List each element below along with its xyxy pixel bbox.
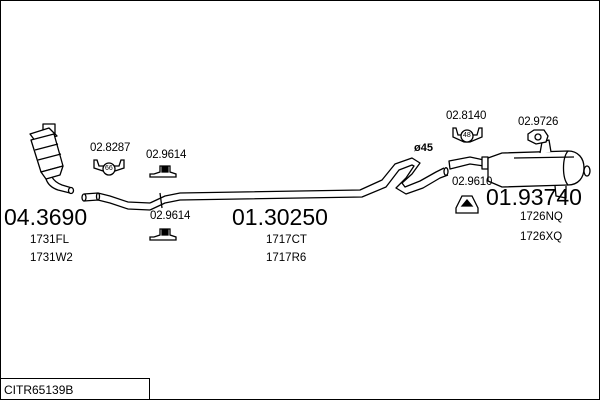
rear-silencer-number: 01.93740 bbox=[486, 184, 582, 210]
diameter-note: ø45 bbox=[414, 142, 433, 154]
hanger-rear-low-code: 02.9610 bbox=[452, 176, 493, 188]
catalytic-converter-ref-2: 1731W2 bbox=[30, 252, 73, 264]
middle-pipe-icon bbox=[149, 157, 449, 211]
catalytic-converter-number: 04.3690 bbox=[4, 204, 88, 230]
clamp-front-badge: 66 bbox=[105, 165, 113, 172]
hanger-rear-low-icon bbox=[455, 195, 479, 214]
middle-pipe-ref-1: 1717CT bbox=[266, 234, 307, 246]
hanger-rear-top-code: 02.9726 bbox=[518, 116, 559, 128]
rear-silencer-ref-1: 1726NQ bbox=[520, 211, 563, 223]
catalytic-converter-ref-1: 1731FL bbox=[30, 234, 70, 246]
clamp-rear-badge: 48 bbox=[463, 132, 471, 139]
drawing-code: CITR65139B bbox=[4, 383, 74, 397]
clamp-front-code: 02.8287 bbox=[90, 142, 131, 154]
hanger-lower-code: 02.9614 bbox=[150, 210, 191, 222]
rear-silencer-ref-2: 1726XQ bbox=[520, 231, 563, 243]
middle-pipe-number: 01.30250 bbox=[232, 204, 328, 230]
front-pipe-icon bbox=[81, 192, 151, 211]
hanger-upper-icon bbox=[149, 165, 177, 178]
drawing-code-box: CITR65139B bbox=[0, 378, 150, 399]
hanger-upper-code: 02.9614 bbox=[146, 149, 187, 161]
rear-silencer-icon bbox=[448, 139, 591, 199]
clamp-66-icon bbox=[93, 159, 125, 176]
middle-pipe-ref-2: 1717R6 bbox=[266, 252, 307, 264]
clamp-rear-code: 02.8140 bbox=[446, 110, 487, 122]
hanger-rear-top-icon bbox=[527, 129, 549, 145]
catalytic-converter-icon bbox=[29, 123, 75, 195]
clamp-48-icon bbox=[452, 127, 483, 143]
hanger-lower-icon bbox=[149, 228, 177, 241]
